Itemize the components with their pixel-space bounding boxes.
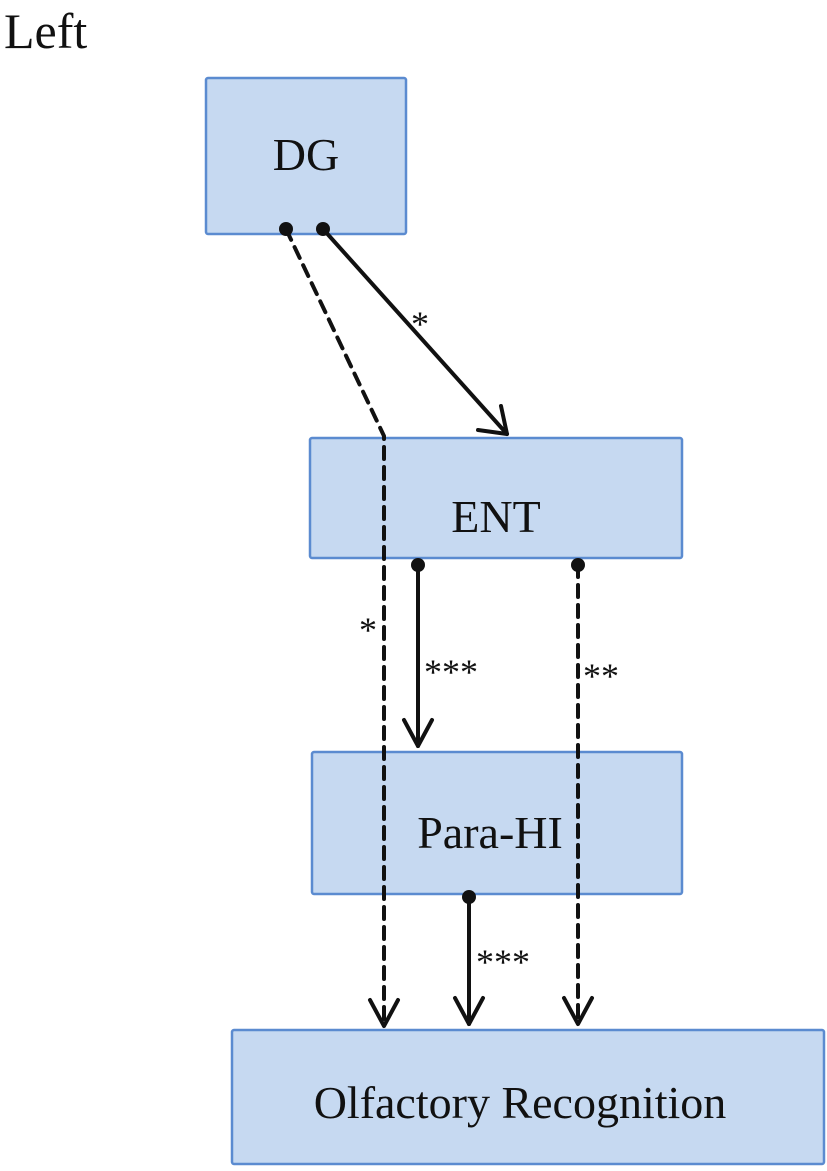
- edge-ent-to-olfactory-arrowhead: [562, 996, 594, 1026]
- edge-dg-to-ent-significance: *: [411, 304, 429, 344]
- edge-dg-to-ent-arrowhead: [476, 404, 509, 436]
- node-para-hi: Para-HI: [310, 750, 684, 896]
- edge-ent-to-olfactory: **: [562, 558, 619, 1026]
- node-para-hi-label: Para-HI: [417, 807, 563, 858]
- edge-dg-to-olfactory-arrowhead: [368, 998, 400, 1028]
- edge-para-hi-to-olfactory-significance: ***: [476, 942, 530, 982]
- node-ent: ENT: [308, 436, 684, 560]
- panel-label: Left: [4, 3, 87, 59]
- node-olfactory-recognition-label: Olfactory Recognition: [314, 1077, 727, 1128]
- edge-para-hi-to-olfactory-arrowhead: [453, 996, 485, 1026]
- edge-para-hi-to-olfactory: ***: [453, 890, 530, 1026]
- node-para-hi-box: [310, 750, 684, 896]
- edge-ent-to-para-hi-significance: ***: [424, 652, 478, 692]
- node-dg-label: DG: [273, 129, 339, 180]
- edge-ent-to-para-hi-arrowhead: [402, 718, 434, 748]
- edge-dg-to-olfactory: *: [279, 222, 400, 1028]
- node-ent-box: [308, 436, 684, 560]
- node-dg: DG: [204, 76, 408, 236]
- edge-ent-to-olfactory-significance: **: [583, 656, 619, 696]
- edge-dg-to-olfactory-significance: *: [359, 610, 377, 650]
- edge-dg-to-ent: *: [316, 222, 509, 436]
- edge-ent-to-para-hi: ***: [402, 558, 478, 748]
- edge-dg-to-ent-line: [321, 227, 509, 436]
- node-olfactory-recognition-box: [230, 1028, 826, 1166]
- edge-dg-to-olfactory-line: [284, 227, 386, 1028]
- node-dg-box: [204, 76, 408, 236]
- node-olfactory-recognition: Olfactory Recognition: [230, 1028, 826, 1166]
- node-ent-label: ENT: [451, 491, 540, 542]
